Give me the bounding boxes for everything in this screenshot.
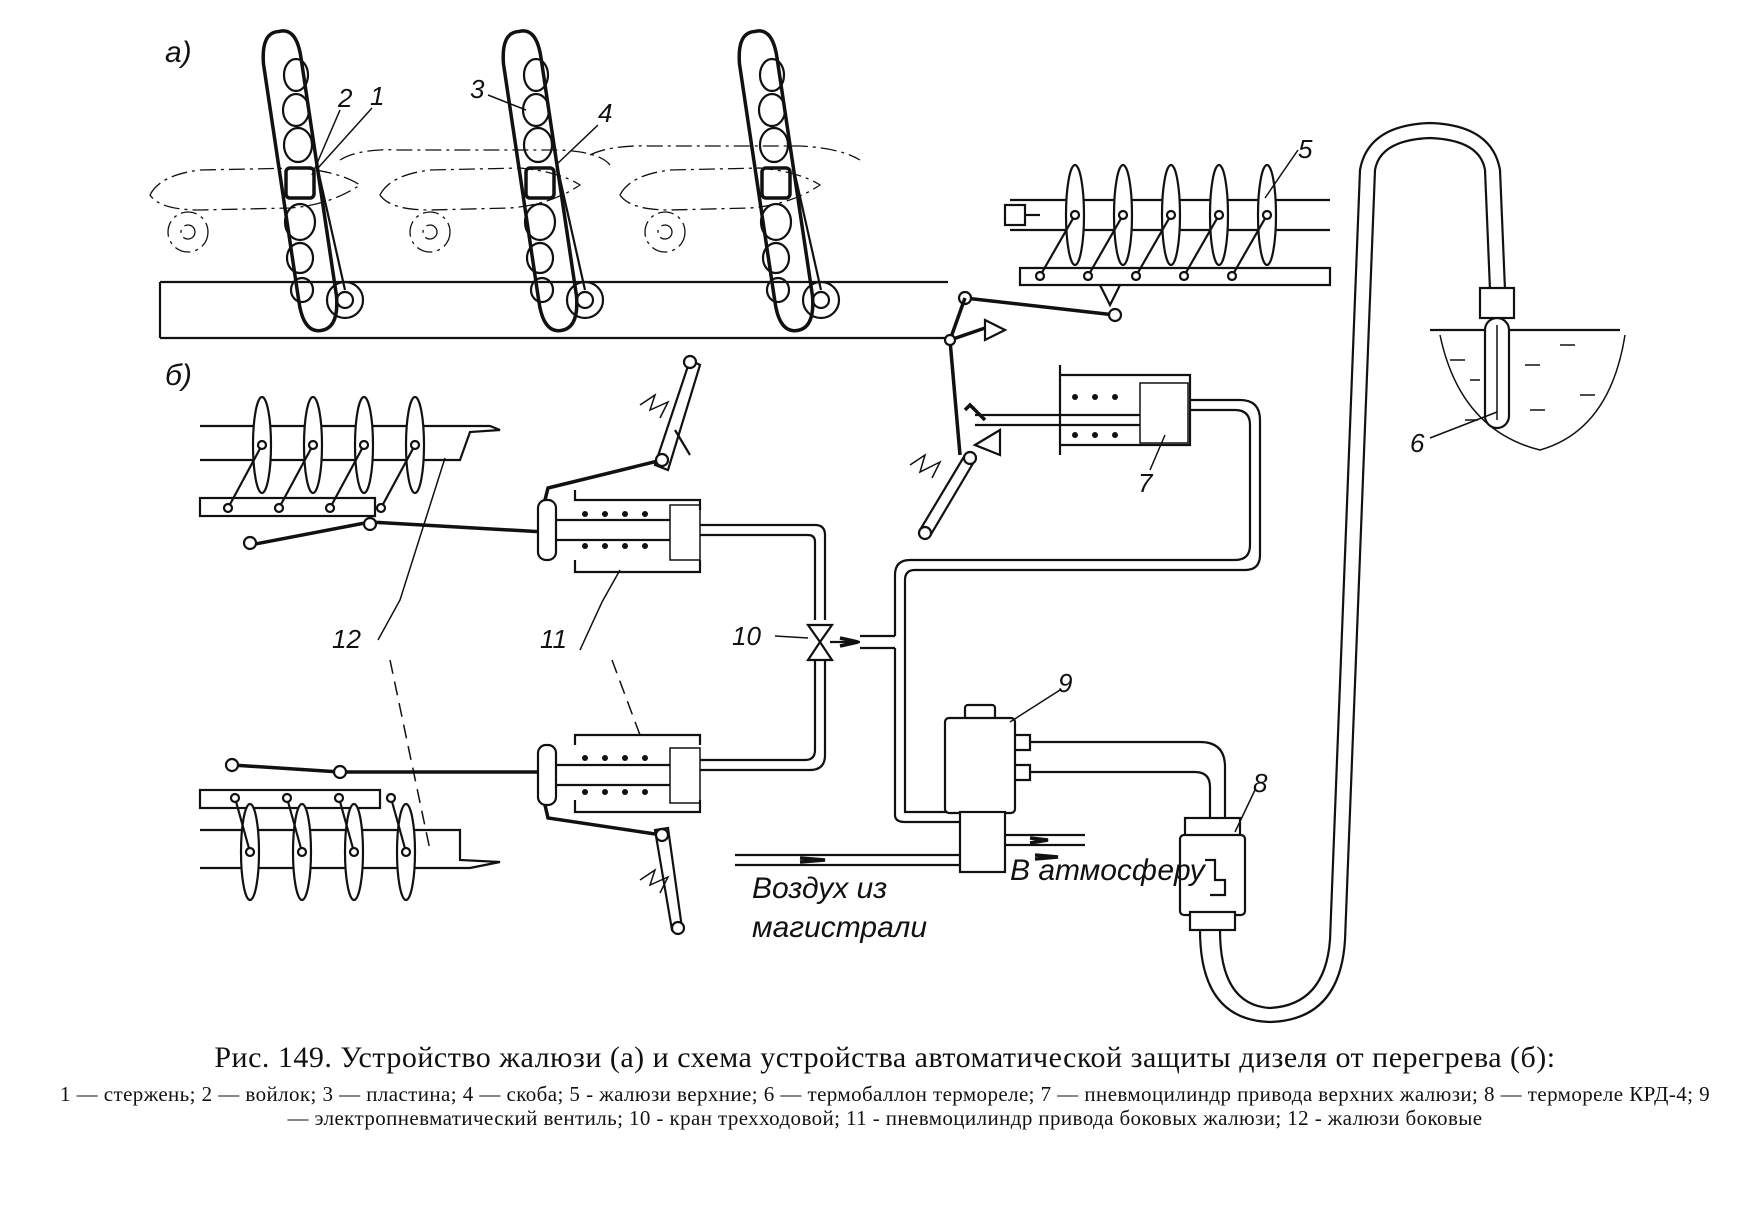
flow-labels: Воздух из магистрали В атмосферу [752,854,1207,944]
louver-blade-3 [737,29,841,333]
callout-5: 5 [1298,134,1313,164]
caption-legend: 1 — стержень; 2 — войлок; 3 — пластина; … [60,1082,1710,1130]
side-louvers-upper [198,395,546,551]
panel-label-b: б) [165,359,192,392]
atmosphere-label: В атмосферу [1010,854,1207,887]
louver-blade-2 [501,29,605,333]
side-air-piping [700,523,827,772]
callout-7: 7 [1138,468,1154,498]
electropneumatic-valve [735,703,1227,874]
figure-caption: Рис. 149. Устройство жалюзи (а) и схема … [60,1040,1710,1130]
panel-a: а) [149,29,948,340]
callout-2: 2 [337,83,353,113]
panel-b: б) [165,121,1626,1024]
air-inlet-label-line1: Воздух из [752,872,887,905]
upper-louver-cylinder [909,365,1192,541]
adjacent-louver-outlines [149,145,861,253]
thermo-bulb [1430,286,1626,451]
callouts-panel-a: 2 1 3 4 [311,74,612,176]
callout-12: 12 [332,624,361,654]
callout-11: 11 [540,624,567,654]
callout-8: 8 [1253,768,1268,798]
callouts-panel-b: 5 6 7 8 9 10 11 12 [332,134,1498,851]
callout-10: 10 [732,621,761,651]
callout-4: 4 [598,98,612,128]
louver-protection-diagram: а) [149,29,1626,1024]
thermo-relay [1178,121,1507,1024]
caption-title: Рис. 149. Устройство жалюзи (а) и схема … [214,1041,1556,1074]
louver-blade-1 [261,29,365,333]
air-inlet-label-line2: магистрали [752,911,927,944]
callout-1: 1 [370,81,384,111]
side-louvers-lower [198,757,545,902]
upper-louvers [943,163,1332,456]
three-way-valve [805,623,895,662]
callout-3: 3 [470,74,485,104]
upper-air-piping [893,398,1262,824]
side-cylinder-upper [536,354,702,574]
side-cylinder-lower [536,733,702,936]
panel-label-a: а) [165,36,192,69]
callout-9: 9 [1058,668,1072,698]
callout-6: 6 [1410,428,1425,458]
